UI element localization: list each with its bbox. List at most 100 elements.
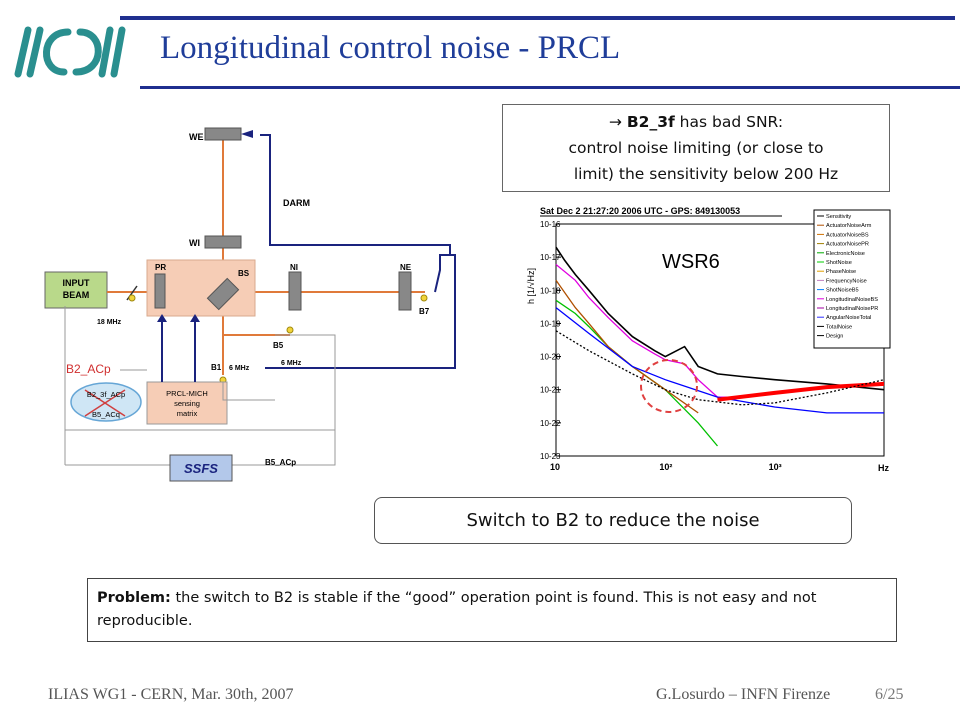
mirror-wi xyxy=(204,235,242,249)
plot-ylabel: h [1/√Hz] xyxy=(526,268,536,304)
plot-ytick-group: 10-16 10-17 10-18 10-19 10-20 10-21 10-22 10-23 xyxy=(540,220,561,461)
label-b5-acp: B5_ACp xyxy=(265,458,296,467)
plot-xtick-label: 10³ xyxy=(769,462,782,472)
slide-title: Longitudinal control noise - PRCL xyxy=(160,30,621,66)
actuation-arrows xyxy=(161,320,196,382)
plot-ytick-label: 10-18 xyxy=(540,286,561,295)
problem-text: Problem: the switch to B2 is stable if t… xyxy=(97,587,887,633)
label-matrix-3: matrix xyxy=(177,409,198,418)
snr-note-box: → B2_3f has bad SNR: control noise limit… xyxy=(502,104,890,192)
label-bs: BS xyxy=(238,269,250,278)
plot-series-sensitivity xyxy=(555,246,885,391)
arrow-right-icon: → xyxy=(608,113,622,131)
label-beam: BEAM xyxy=(63,290,90,300)
plot-legend-entry: ShotNoise xyxy=(826,260,852,266)
label-mod-18mhz: 18 MHz xyxy=(97,319,122,326)
label-darm: DARM xyxy=(283,198,310,208)
plot-series-group xyxy=(555,246,885,447)
ssfs-box xyxy=(169,454,233,482)
label-wi: WI xyxy=(189,238,200,248)
label-mod-6mhz-b: 6 MHz xyxy=(229,365,250,372)
problem-body: the switch to B2 is stable if the “good”… xyxy=(97,590,817,629)
label-b2-acp: B2_ACp xyxy=(66,362,111,376)
header-top-rule xyxy=(120,16,955,20)
plot-legend xyxy=(813,209,891,349)
darm-feedback-line xyxy=(265,254,456,369)
plot-legend-entry: LongitudinalNoiseBS xyxy=(826,297,878,303)
plot-legend-entry: TotalNoise xyxy=(826,324,852,330)
plot-legend-entry: AngularNoiseTotal xyxy=(826,315,871,321)
plot-ytick-label: 10-20 xyxy=(540,353,561,362)
noise-budget-plot: Sat Dec 2 21:27:20 2006 UTC - GPS: 84913… xyxy=(512,196,892,476)
photodiode-b7 xyxy=(420,294,428,302)
plot-ytick-label: 10-23 xyxy=(540,452,561,461)
footer-right: G.Losurdo – INFN Firenze xyxy=(656,686,831,703)
problem-box: Problem: the switch to B2 is stable if t… xyxy=(87,578,897,642)
mirror-bs xyxy=(206,277,240,311)
mirror-we xyxy=(204,127,242,141)
label-b5-acq: B5_ACq xyxy=(92,410,120,419)
mirror-ni xyxy=(288,271,302,311)
title-rule xyxy=(140,86,960,89)
label-mod-6mhz-a: 6 MHz xyxy=(281,360,302,367)
plot-series-angularnoisetotal xyxy=(555,307,884,414)
plot-ytick-label: 10-16 xyxy=(540,220,561,229)
input-beam-box xyxy=(44,271,108,309)
photodiode-input xyxy=(128,294,136,302)
label-matrix-1: PRCL-MICH xyxy=(166,389,208,398)
plot-xlabel: Hz xyxy=(878,463,889,473)
label-ni: NI xyxy=(290,263,298,272)
optical-layout-diagram: INPUT BEAM WE WI DARM PR BS NI NE B7 B5 … xyxy=(44,127,456,482)
signal-lines xyxy=(64,306,336,466)
snr-note-signal: B2_3f xyxy=(626,113,675,131)
plot-xtick-group: 10 10² 10³ xyxy=(550,462,782,472)
plot-ytick-label: 10-17 xyxy=(540,253,561,262)
plot-legend-entry: Design xyxy=(826,334,843,340)
switch-callout: Switch to B2 to reduce the noise xyxy=(374,497,852,544)
label-we: WE xyxy=(189,132,204,142)
label-ssfs: SSFS xyxy=(184,461,218,476)
arrow-we xyxy=(241,130,253,138)
label-input: INPUT xyxy=(63,278,91,288)
plot-ytick-label: 10-21 xyxy=(540,386,561,395)
plot-legend-entry: ActuatorNoiseBS xyxy=(826,232,869,238)
snr-note-line2: control noise limiting (or close to xyxy=(568,139,824,157)
plot-legend-entry: ElectronicNoise xyxy=(826,251,865,257)
photodiode-b5 xyxy=(286,326,294,334)
plot-legend-entry: ActuatorNoisePR xyxy=(826,242,869,248)
label-pr: PR xyxy=(155,263,166,272)
label-matrix-2: sensing xyxy=(174,399,200,408)
laser-beam-paths xyxy=(132,134,425,375)
snr-note-line3: limit) the sensitivity below 200 Hz xyxy=(573,165,839,183)
label-b5: B5 xyxy=(273,341,284,350)
switch-callout-text: Switch to B2 to reduce the noise xyxy=(466,510,760,531)
label-b7: B7 xyxy=(419,307,430,316)
mirror-ne xyxy=(398,271,412,311)
label-b1: B1 xyxy=(211,363,222,372)
page-number: 6/25 xyxy=(875,686,904,703)
highlight-ellipse xyxy=(640,359,698,413)
plot-legend-entry: PhaseNoise xyxy=(826,269,856,275)
wsr6-label: WSR6 xyxy=(662,251,720,273)
plot-legend-entry: LongitudinalNoisePR xyxy=(826,306,878,312)
plot-legend-entry: Sensitivity xyxy=(826,214,851,220)
mirror-pr xyxy=(154,273,166,309)
plot-ytick-label: 10-22 xyxy=(540,419,561,428)
darm-loop-line xyxy=(260,134,451,255)
plot-header: Sat Dec 2 21:27:20 2006 UTC - GPS: 84913… xyxy=(540,206,740,216)
plot-xtick-label: 10² xyxy=(659,462,672,472)
logo-icon xyxy=(14,26,126,78)
label-b2-3f-acp: B2_3f_ACp xyxy=(87,390,125,399)
plot-legend-entry: ActuatorNoiseArm xyxy=(826,223,872,229)
plot-series-frequencynoise xyxy=(717,381,885,402)
plot-legend-entry: FrequencyNoise xyxy=(826,278,867,284)
sensing-matrix-box xyxy=(146,381,228,425)
plot-series-longitudinalnoisepr xyxy=(555,263,742,398)
plot-xtick-label: 10 xyxy=(550,462,560,472)
footer-left: ILIAS WG1 - CERN, Mar. 30th, 2007 xyxy=(48,686,294,703)
snr-note-line1-rest: has bad SNR: xyxy=(674,113,784,131)
plot-legend-items: SensitivityActuatorNoiseArmActuatorNoise… xyxy=(817,214,878,340)
plot-ytick-label: 10-19 xyxy=(540,319,561,328)
problem-label: Problem: xyxy=(97,590,171,606)
label-ne: NE xyxy=(400,263,412,272)
